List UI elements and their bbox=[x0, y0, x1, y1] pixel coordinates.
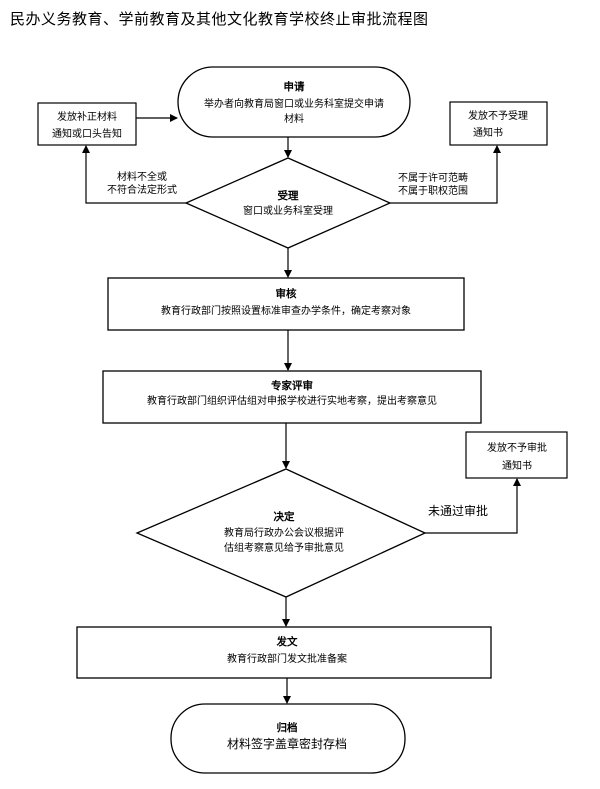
edge-accept-correction bbox=[82, 145, 186, 204]
box-reject-approve: 发放不予审批 通知书 bbox=[465, 431, 568, 479]
node-archive: 归档 材料签字盖章密封存档 bbox=[170, 703, 406, 774]
node-expert-shape bbox=[102, 370, 482, 424]
label-out-of-scope-line1: 不属于许可范畴 bbox=[398, 171, 468, 184]
edge-decide-reject bbox=[425, 478, 521, 534]
node-accept-line1: 窗口或业务科室受理 bbox=[243, 204, 333, 217]
node-accept-shape bbox=[184, 157, 392, 249]
node-decide-title: 决定 bbox=[274, 510, 295, 523]
node-archive-title: 归档 bbox=[277, 721, 298, 734]
box-correction-line1: 发放补正材料 bbox=[57, 110, 117, 123]
node-apply-line1: 举办者向教育局窗口或业务科室提交申请 bbox=[204, 97, 384, 110]
node-review-shape bbox=[107, 277, 465, 331]
node-apply-title: 申请 bbox=[284, 80, 305, 93]
node-decide: 决定 教育局行政办公会议根据评 估组考察意见给予审批意见 bbox=[135, 468, 427, 598]
node-review-title: 审核 bbox=[276, 287, 297, 300]
label-incomplete-line1: 材料不全或 bbox=[117, 170, 167, 183]
label-not-approved: 未通过审批 bbox=[428, 503, 488, 518]
node-apply-line2: 材料 bbox=[284, 112, 304, 125]
node-review: 审核 教育行政部门按照设置标准审查办学条件，确定考察对象 bbox=[107, 277, 465, 331]
node-apply: 申请 举办者向教育局窗口或业务科室提交申请 材料 bbox=[177, 66, 411, 138]
node-review-line1: 教育行政部门按照设置标准审查办学条件，确定考察对象 bbox=[161, 304, 411, 317]
node-expert-title: 专家评审 bbox=[271, 379, 313, 392]
box-reject-accept: 发放不予受理 通知书 bbox=[449, 101, 548, 146]
node-archive-line1: 材料签字盖章密封存档 bbox=[227, 736, 347, 751]
node-expert: 专家评审 教育行政部门组织评估组对申报学校进行实地考察，提出考察意见 bbox=[102, 370, 482, 424]
node-decide-line2: 估组考察意见给予审批意见 bbox=[224, 541, 344, 554]
page-title: 民办义务教育、学前教育及其他文化教育学校终止审批流程图 bbox=[10, 10, 429, 28]
box-reject-accept-line1: 发放不予受理 bbox=[468, 109, 528, 122]
node-expert-line1: 教育行政部门组织评估组对申报学校进行实地考察，提出考察意见 bbox=[147, 394, 437, 407]
box-reject-accept-line2: 通知书 bbox=[473, 126, 503, 139]
node-apply-shape bbox=[177, 66, 411, 138]
node-issue-shape bbox=[76, 626, 492, 679]
node-accept-title: 受理 bbox=[278, 189, 299, 202]
edge-accept-reject bbox=[390, 145, 501, 204]
box-reject-accept-shape bbox=[449, 101, 548, 146]
box-reject-approve-line2: 通知书 bbox=[502, 459, 532, 472]
node-issue-line1: 教育行政部门发文批准备案 bbox=[227, 652, 347, 665]
label-out-of-scope-line2: 不属于职权范围 bbox=[398, 184, 468, 197]
node-issue: 发文 教育行政部门发文批准备案 bbox=[76, 626, 492, 679]
node-archive-shape bbox=[170, 703, 406, 774]
node-issue-title: 发文 bbox=[276, 635, 298, 648]
node-decide-line1: 教育局行政办公会议根据评 bbox=[224, 526, 344, 539]
connectors bbox=[82, 114, 521, 704]
node-accept: 受理 窗口或业务科室受理 bbox=[184, 157, 392, 249]
box-correction-shape bbox=[37, 102, 137, 146]
box-correction-line2: 通知或口头告知 bbox=[52, 127, 122, 140]
box-reject-approve-line1: 发放不予审批 bbox=[487, 441, 547, 454]
label-incomplete-line2: 不符合法定形式 bbox=[107, 183, 177, 196]
box-correction: 发放补正材料 通知或口头告知 bbox=[37, 102, 137, 146]
